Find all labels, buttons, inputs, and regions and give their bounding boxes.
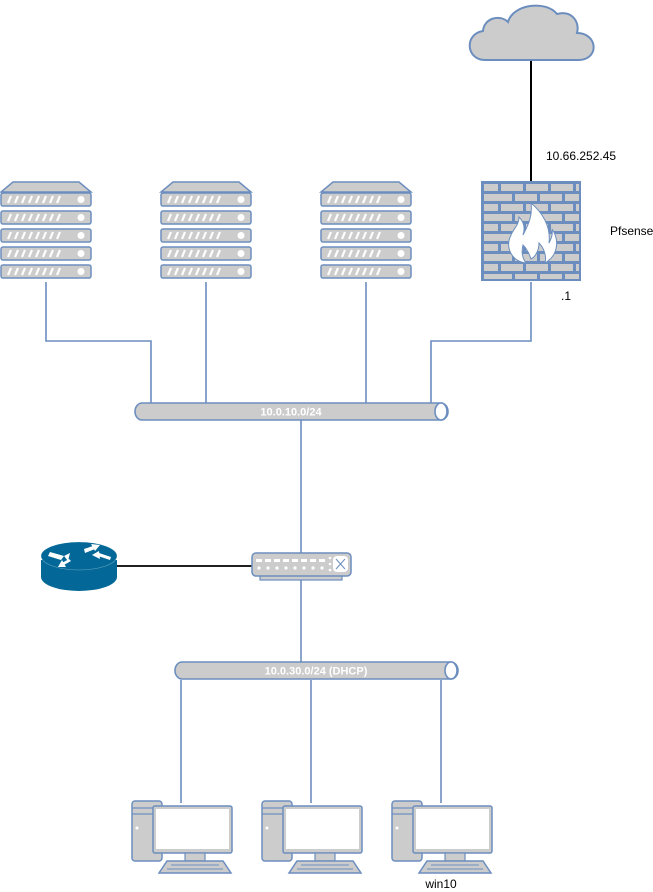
bus-10-0-30-0[interactable]: 10.0.30.0/24 (DHCP) [174,661,459,680]
bus-1-label: 10.0.10.0/24 [260,407,322,419]
firewall-icon[interactable] [481,181,581,281]
router-icon[interactable] [40,541,118,591]
workstation-1-icon[interactable] [131,800,233,874]
switch-icon[interactable] [251,552,352,581]
bus-2-label: 10.0.30.0/24 (DHCP) [265,666,368,678]
flame-icon [508,201,558,265]
workstation-3-label: win10 [424,877,457,891]
firewall-name-label: Pfsense [610,224,653,238]
firewall-lan-ip-label: .1 [561,289,571,303]
firewall-wan-ip-label: 10.66.252.45 [546,149,616,163]
workstation-2-icon[interactable] [261,800,363,874]
server-2-icon[interactable] [161,182,251,278]
internet-cloud-icon[interactable] [468,4,595,61]
link-server1-bus [45,282,152,403]
workstation-3-icon[interactable] [391,800,493,874]
server-1-icon[interactable] [1,182,91,278]
bus-10-0-10-0[interactable]: 10.0.10.0/24 [134,402,449,421]
server-3-icon[interactable] [321,182,411,278]
link-firewall-bus [430,282,532,403]
